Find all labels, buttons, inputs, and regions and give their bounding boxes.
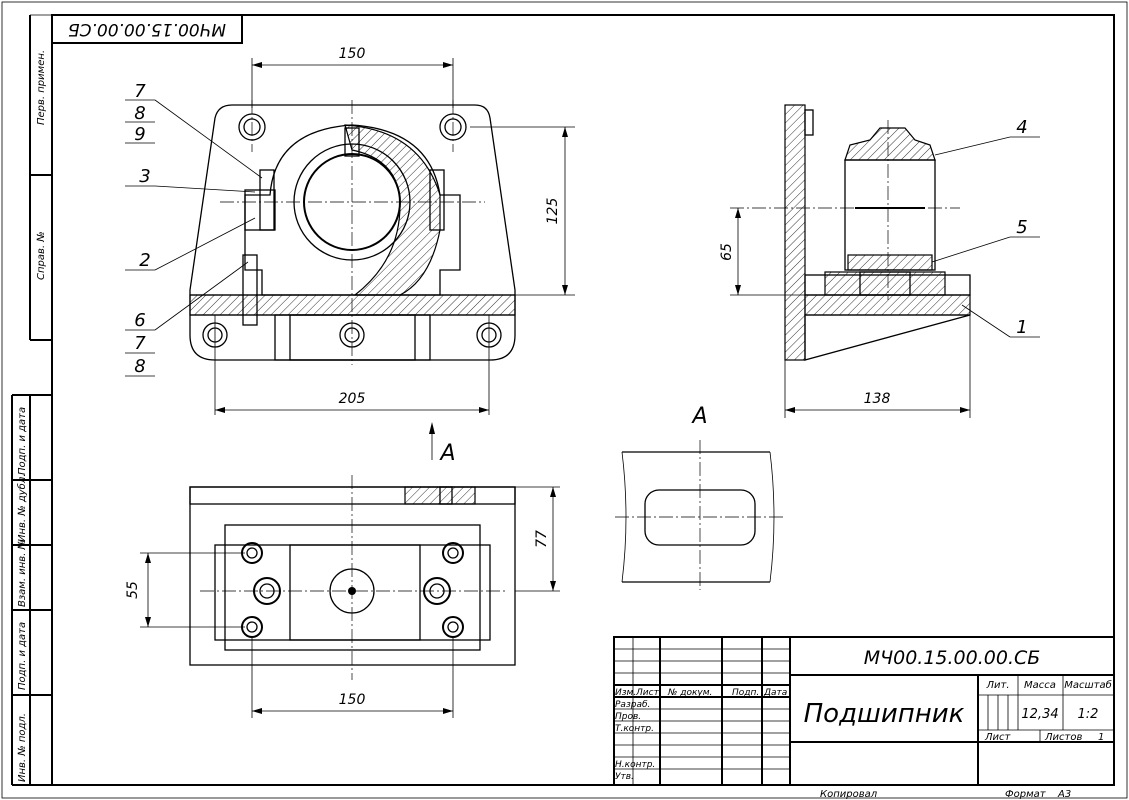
format-value: А3 <box>1057 789 1071 800</box>
tb-massa-value: 12,34 <box>1021 707 1058 722</box>
tb-izm: Изм. <box>615 688 636 698</box>
leader-2: 2 <box>139 250 150 271</box>
tb-code: МЧ00.15.00.00.СБ <box>864 647 1041 669</box>
top-code-text: МЧ00.15.00.00.СБ <box>68 19 226 39</box>
tb-tkontr: Т.контр. <box>615 724 654 734</box>
side-inv-podl: Инв. № подл. <box>17 713 28 782</box>
leader-1: 1 <box>1016 317 1027 338</box>
tb-prov: Пров. <box>615 712 641 722</box>
leader-9: 9 <box>134 124 145 145</box>
plan-outline <box>189 486 516 666</box>
leader-8b: 8 <box>134 356 145 377</box>
side-vzam-inv: Взам. инв. № <box>17 539 28 607</box>
side-podp-data-2: Подп. и дата <box>17 622 28 690</box>
title-block: Изм. Лист № докум. Подп. Дата Разраб. Пр… <box>613 636 1115 786</box>
leader-5: 5 <box>1016 217 1027 238</box>
tb-podp: Подп. <box>732 688 759 698</box>
format-label: Формат <box>1005 789 1047 800</box>
tb-data: Дата <box>763 688 787 698</box>
leader-3: 3 <box>139 166 150 187</box>
tb-utv: Утв. <box>615 772 634 782</box>
tb-list: Лист <box>635 688 660 698</box>
tb-masshtab-value: 1:2 <box>1078 707 1099 722</box>
dim-side-height: 65 <box>719 243 735 261</box>
dim-plan-left: 55 <box>125 581 141 599</box>
detail-view-a: А <box>615 404 785 590</box>
tb-lit: Лит. <box>985 680 1009 691</box>
leader-8a: 8 <box>134 103 145 124</box>
tb-masshtab: Масштаб <box>1064 679 1112 691</box>
side-sprav: Справ. № <box>36 231 47 280</box>
tb-razrab: Разраб. <box>615 700 650 710</box>
housing-outline <box>189 104 516 361</box>
kopiroval-label: Копировал <box>820 789 878 800</box>
dim-front-top-width: 150 <box>339 46 366 62</box>
dim-plan-height: 77 <box>534 530 550 548</box>
side-base <box>804 294 971 316</box>
dim-side-width: 138 <box>864 391 891 407</box>
leader-4: 4 <box>1016 117 1027 138</box>
side-podp-data-1: Подп. и дата <box>17 407 28 475</box>
front-view: 150 <box>125 46 575 415</box>
tb-listov-label: Листов <box>1044 732 1082 743</box>
left-side-strip: Перв. примен. Справ. № Подп. и дата Инв.… <box>11 14 52 786</box>
tb-list-label: Лист <box>984 732 1012 743</box>
top-code-box: МЧ00.15.00.00.СБ <box>51 14 243 44</box>
leader-6: 6 <box>134 310 145 331</box>
tb-massa: Масса <box>1024 680 1056 691</box>
bearing-side <box>844 159 936 271</box>
bolt-right <box>429 169 445 231</box>
side-plate <box>784 104 806 361</box>
leader-7b: 7 <box>134 333 146 354</box>
side-perv-primen: Перв. примен. <box>36 50 47 125</box>
side-inv-dubl: Инв. № дубл. <box>16 474 28 542</box>
dim-plan-bottom-width: 150 <box>339 692 366 708</box>
dim-front-bottom-width: 205 <box>339 391 366 407</box>
bolt-left-lower <box>242 254 258 326</box>
view-label-plan: А <box>438 441 455 466</box>
base-section <box>189 294 516 316</box>
tb-name: Подшипник <box>804 699 965 729</box>
inner-frame <box>51 14 1115 786</box>
plan-view: А 77 55 150 <box>125 422 560 718</box>
dim-front-height: 125 <box>545 198 561 225</box>
tb-listov-value: 1 <box>1098 732 1104 743</box>
tb-n-dokum: № докум. <box>667 688 712 698</box>
side-view: 65 138 4 5 1 <box>719 104 1040 418</box>
view-label-detail: А <box>690 404 707 429</box>
leader-7a: 7 <box>134 81 146 102</box>
tb-nkontr: Н.контр. <box>615 760 655 770</box>
